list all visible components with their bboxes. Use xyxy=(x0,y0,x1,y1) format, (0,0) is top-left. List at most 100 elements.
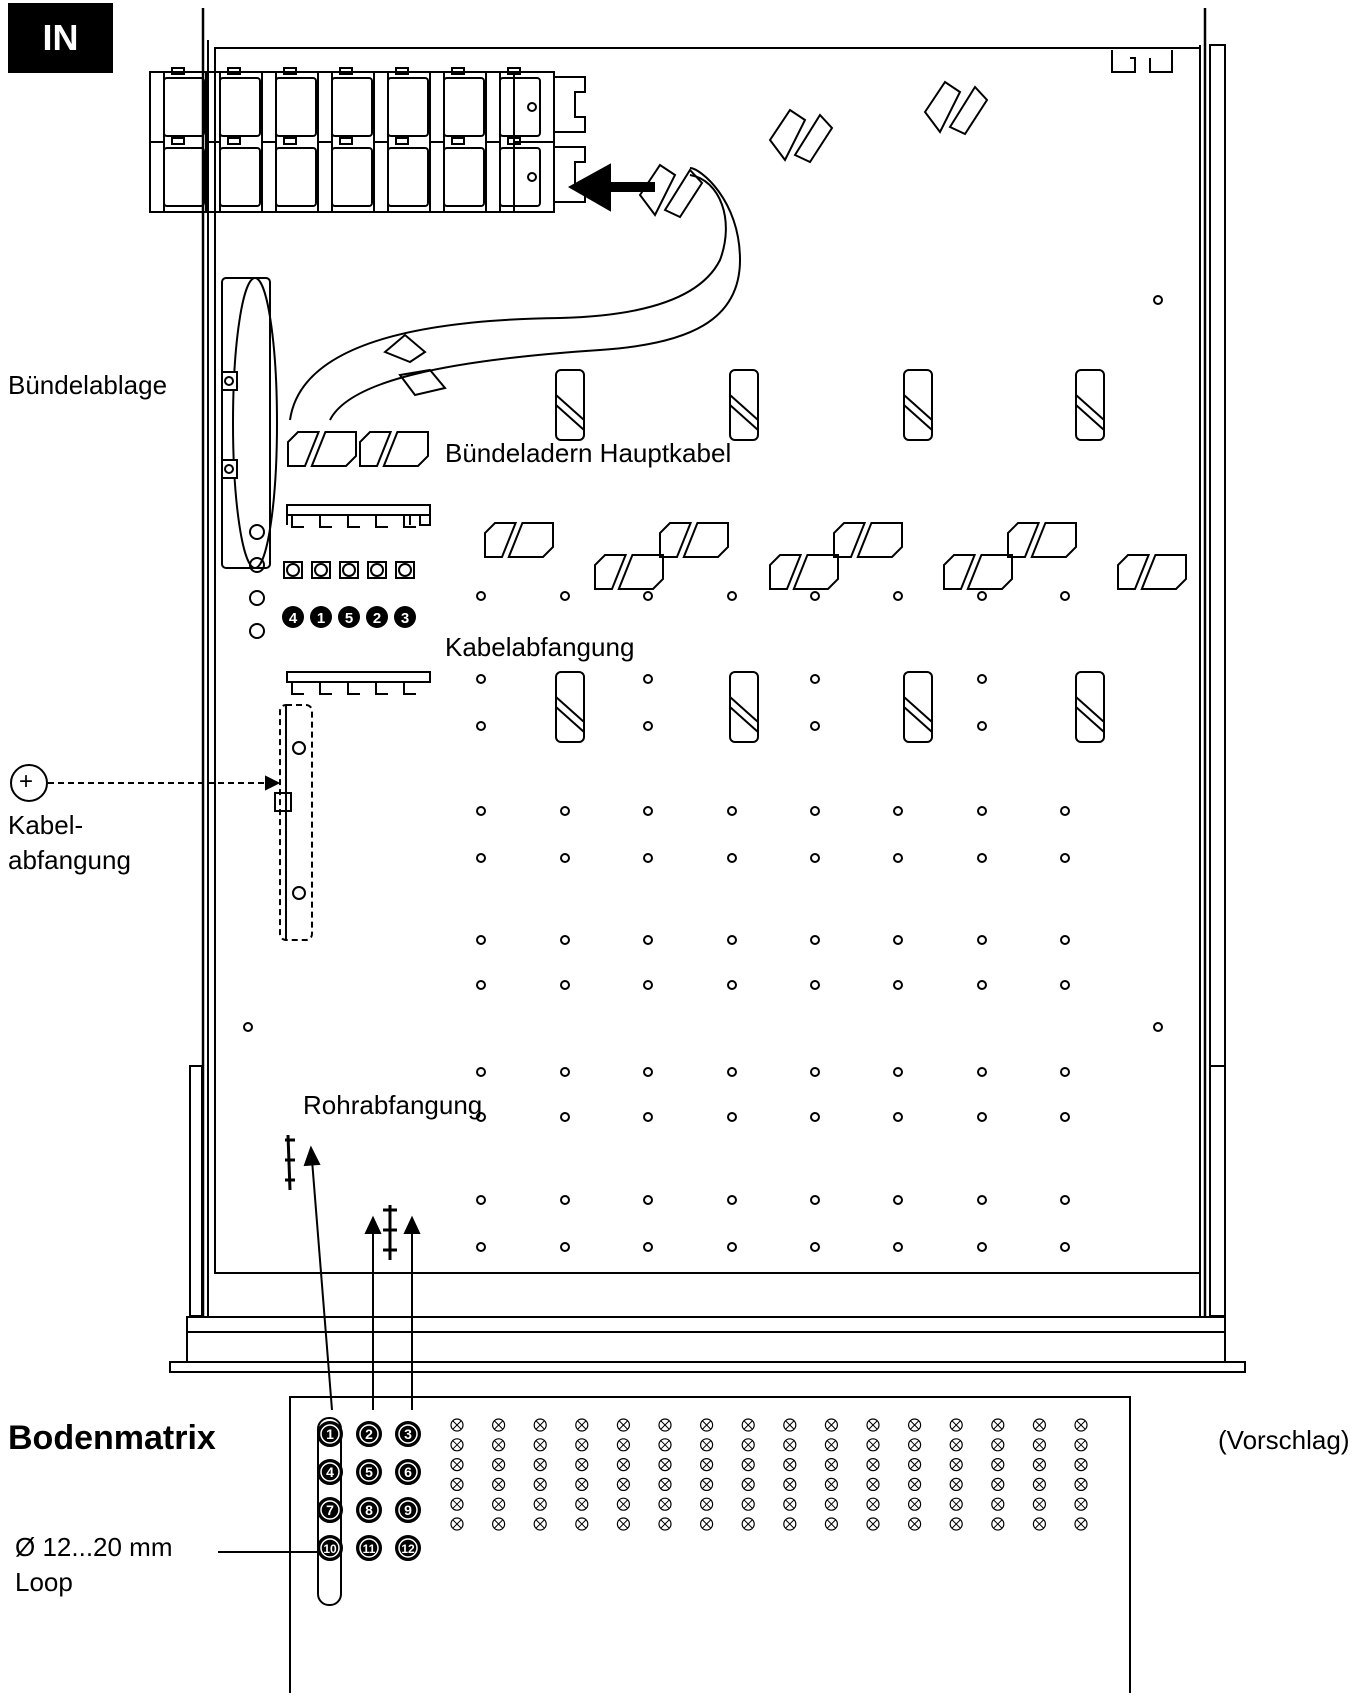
matrix-hole xyxy=(907,1497,922,1511)
chain-joint xyxy=(429,141,445,213)
matrix-hole xyxy=(658,1517,672,1531)
matrix-hole-cross xyxy=(702,1480,711,1489)
screw-head xyxy=(398,563,412,577)
matrix-hole-cross xyxy=(577,1519,587,1529)
chain-joint xyxy=(149,71,165,143)
clip-half xyxy=(682,522,729,558)
matrix-hole xyxy=(907,1477,922,1492)
matrix-hole-cross xyxy=(452,1440,462,1450)
matrix-hole-cross xyxy=(993,1440,1003,1450)
matrix-hole xyxy=(1032,1517,1047,1531)
matrix-hole xyxy=(741,1497,755,1511)
mounting-hole xyxy=(977,1195,987,1205)
clip-half xyxy=(659,522,693,558)
matrix-hole-cross xyxy=(868,1499,878,1509)
matrix-hole-cross xyxy=(494,1519,503,1529)
matrix-hole-cross xyxy=(494,1480,503,1489)
matrix-hole xyxy=(492,1418,506,1432)
mounting-hole xyxy=(476,935,486,945)
matrix-hole-cross xyxy=(868,1519,878,1529)
chain-joint xyxy=(261,141,277,213)
mounting-hole xyxy=(810,1067,820,1077)
mounting-hole xyxy=(476,806,486,816)
matrix-hole-cross xyxy=(535,1519,545,1529)
matrix-hole xyxy=(699,1517,714,1531)
matrix-hole-cross xyxy=(702,1420,711,1430)
strain-relief-number: 2 xyxy=(373,610,381,627)
mounting-hole xyxy=(560,1242,570,1252)
matrix-hole xyxy=(949,1477,963,1492)
matrix-hole xyxy=(949,1517,963,1531)
numbered-hole-ring xyxy=(398,1424,418,1444)
strain-relief-number: 5 xyxy=(345,610,353,627)
matrix-hole xyxy=(450,1438,464,1452)
numbered-hole-label: 10 xyxy=(323,1542,337,1556)
slot-divider xyxy=(903,706,933,733)
comb-tooth xyxy=(319,515,332,528)
matrix-hole xyxy=(783,1438,797,1452)
bundle-tray xyxy=(221,277,278,639)
chain-joint xyxy=(485,141,501,213)
mounting-hole xyxy=(643,1112,653,1122)
matrix-hole xyxy=(1032,1438,1047,1452)
matrix-hole xyxy=(741,1517,755,1531)
matrix-hole-cross xyxy=(577,1460,587,1469)
strain-relief-number-badge xyxy=(366,606,388,628)
matrix-hole-cross xyxy=(785,1480,795,1489)
mounting-hole xyxy=(476,1195,486,1205)
diameter-label: Ø 12...20 mm xyxy=(15,1532,173,1562)
numbered-hole-ring xyxy=(359,1424,379,1444)
mounting-hole xyxy=(977,721,987,731)
mounting-hole xyxy=(727,853,737,863)
mounting-hole xyxy=(893,1195,903,1205)
chain-link xyxy=(499,77,541,137)
mounting-hole xyxy=(560,1112,570,1122)
clip-half xyxy=(856,522,903,558)
matrix-hole xyxy=(824,1477,839,1492)
matrix-hole xyxy=(741,1457,755,1472)
mounting-hole xyxy=(560,935,570,945)
mounting-hole xyxy=(476,1067,486,1077)
chain-joint xyxy=(317,141,333,213)
matrix-hole xyxy=(991,1497,1005,1511)
matrix-hole xyxy=(1074,1497,1088,1511)
matrix-hole xyxy=(699,1438,714,1452)
clip-half xyxy=(943,554,977,590)
chain-end-hole xyxy=(527,172,537,182)
matrix-hole-cross xyxy=(910,1420,919,1430)
clip-half xyxy=(310,431,357,467)
matrix-hole-cross xyxy=(785,1440,795,1450)
matrix-hole xyxy=(616,1457,631,1472)
comb-tooth xyxy=(319,682,332,695)
chain-link xyxy=(331,77,373,137)
matrix-hole-cross xyxy=(785,1519,795,1529)
matrix-hole-cross xyxy=(785,1460,795,1469)
matrix-hole-cross xyxy=(452,1519,462,1529)
matrix-hole-cross xyxy=(619,1519,628,1529)
mounting-hole xyxy=(643,853,653,863)
matrix-hole-cross xyxy=(951,1420,961,1430)
chain-joint xyxy=(373,141,389,213)
chain-link xyxy=(387,77,429,137)
loop-label: Loop xyxy=(15,1567,73,1597)
matrix-hole-cross xyxy=(660,1519,670,1529)
mounting-hole xyxy=(727,980,737,990)
mounting-hole xyxy=(1060,1067,1070,1077)
matrix-hole xyxy=(866,1457,880,1472)
strain-relief-number: 3 xyxy=(401,610,409,627)
chain-link xyxy=(219,77,261,137)
slot-divider xyxy=(729,706,759,733)
matrix-hole-cross xyxy=(535,1440,545,1450)
matrix-hole xyxy=(866,1438,880,1452)
matrix-hole xyxy=(991,1517,1005,1531)
clip-diagonal xyxy=(663,168,704,219)
matrix-hole-cross xyxy=(494,1440,503,1450)
matrix-hole-cross xyxy=(660,1460,670,1469)
slot-divider xyxy=(729,394,759,421)
matrix-hole xyxy=(991,1438,1005,1452)
matrix-hole xyxy=(492,1438,506,1452)
matrix-hole xyxy=(991,1418,1005,1432)
matrix-hole-cross xyxy=(868,1460,878,1469)
mounting-hole xyxy=(893,806,903,816)
mounting-hole xyxy=(476,1112,486,1122)
